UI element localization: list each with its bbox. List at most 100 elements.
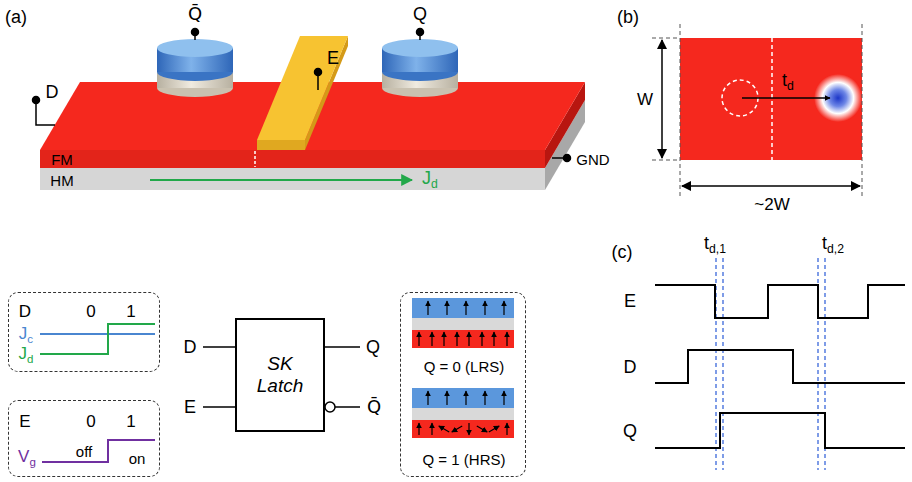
current-arrow — [150, 179, 412, 181]
spin-arrow — [503, 301, 504, 315]
gate-electrode — [257, 36, 348, 140]
device-stack — [254, 151, 256, 167]
latch-block: SK Latch — [235, 318, 325, 432]
terminal-pin — [33, 97, 40, 104]
terminal-pin — [564, 155, 571, 162]
signal-label: E — [624, 292, 636, 310]
current-label: Jd — [422, 169, 438, 190]
spin-arrow — [431, 423, 432, 435]
legend-text: D — [19, 303, 31, 320]
pin-label: Q̄ — [367, 398, 381, 416]
spin-arrow — [443, 332, 444, 346]
delay-label: td,1 — [704, 234, 726, 255]
distance-label: td — [782, 71, 794, 92]
timing-signal — [655, 413, 905, 448]
spin-arrow — [439, 426, 449, 432]
spin-arrow — [452, 426, 462, 432]
dimension-line — [652, 38, 680, 39]
input-legend-box: D 0 1JcJd — [8, 292, 160, 372]
timing-signal — [655, 350, 905, 383]
dimension-label: ~2W — [754, 196, 789, 213]
device-stack — [40, 150, 545, 168]
layer-label: FM — [51, 152, 73, 167]
dimension-line — [652, 160, 680, 161]
spin-arrow — [418, 332, 419, 346]
panel-label: (c) — [612, 243, 633, 261]
spin-arrow — [419, 301, 507, 435]
spin-arrow — [465, 391, 466, 405]
spin-arrow — [456, 332, 457, 346]
mtj-pillar — [157, 39, 233, 97]
latch-wire — [325, 346, 360, 348]
latch-wire — [203, 406, 235, 408]
dimension-arrow — [682, 185, 860, 187]
dimension-line — [652, 24, 862, 196]
spin-arrow — [506, 423, 507, 435]
spin-arrow — [465, 301, 466, 315]
latch-wire — [325, 402, 335, 412]
layer-label: HM — [50, 173, 73, 188]
legend-text: Vg — [18, 448, 36, 468]
timing-marker — [722, 258, 723, 470]
legend-text: Q = 0 (LRS) — [424, 359, 504, 374]
spin-arrow — [481, 332, 482, 346]
mtj-stack — [412, 298, 514, 438]
spin-arrow — [431, 332, 432, 346]
pin-label: Q — [366, 338, 380, 356]
latch-wire — [335, 406, 360, 408]
latch-wire — [203, 346, 235, 348]
track-illustration — [680, 38, 862, 160]
spin-arrow — [503, 391, 504, 405]
spin-arrow — [477, 426, 487, 432]
spin-arrow — [446, 301, 447, 315]
panel-label: (b) — [617, 8, 639, 26]
pin-label: E — [184, 398, 196, 416]
timing-signal — [655, 285, 905, 318]
legend-text: Jc — [19, 325, 33, 345]
spin-arrow — [446, 391, 447, 405]
terminal-pin — [33, 29, 571, 162]
legend-text: Q = 1 (HRS) — [423, 452, 506, 467]
legend-text: 0 — [86, 303, 95, 320]
mtj-stack — [412, 408, 514, 420]
gate-electrode — [257, 36, 348, 150]
spin-arrow — [484, 301, 485, 315]
waveform — [40, 324, 155, 462]
track-illustration — [742, 97, 830, 99]
mtj-pillar — [382, 39, 458, 57]
terminal-label: Q̄ — [188, 5, 202, 23]
current-arrow — [150, 180, 412, 181]
timing-signal — [655, 285, 905, 448]
spin-arrow — [427, 301, 428, 315]
dimension-label: W — [637, 91, 653, 108]
legend-text: 1 — [126, 303, 135, 320]
legend-text: off — [76, 444, 92, 459]
dimension-arrow — [662, 40, 860, 186]
panel-label: (a) — [5, 8, 27, 26]
spin-arrow — [489, 426, 499, 432]
device-stack — [40, 168, 545, 190]
spin-arrow — [493, 332, 494, 346]
enable-legend-box: E01Vgoffon — [8, 400, 160, 477]
track-illustration — [771, 38, 773, 160]
mtj-stack — [412, 298, 514, 318]
legend-text: Jd — [19, 345, 34, 365]
terminal-label: Q — [413, 5, 427, 23]
spin-arrow — [506, 332, 507, 346]
mtj-stack — [412, 420, 514, 438]
delay-label: td,2 — [822, 234, 844, 255]
terminal-label: D — [46, 83, 59, 101]
signal-label: D — [624, 358, 637, 376]
mtj-stack — [412, 330, 514, 348]
mtj-stack — [412, 388, 514, 408]
mtj-pillar — [157, 39, 233, 57]
timing-marker — [716, 258, 825, 470]
dimension-line — [680, 24, 681, 196]
terminal-pin — [417, 29, 424, 36]
spin-arrow — [468, 332, 469, 346]
terminal-pin — [315, 69, 322, 76]
waveform — [40, 324, 155, 354]
spin-arrow — [468, 423, 469, 435]
